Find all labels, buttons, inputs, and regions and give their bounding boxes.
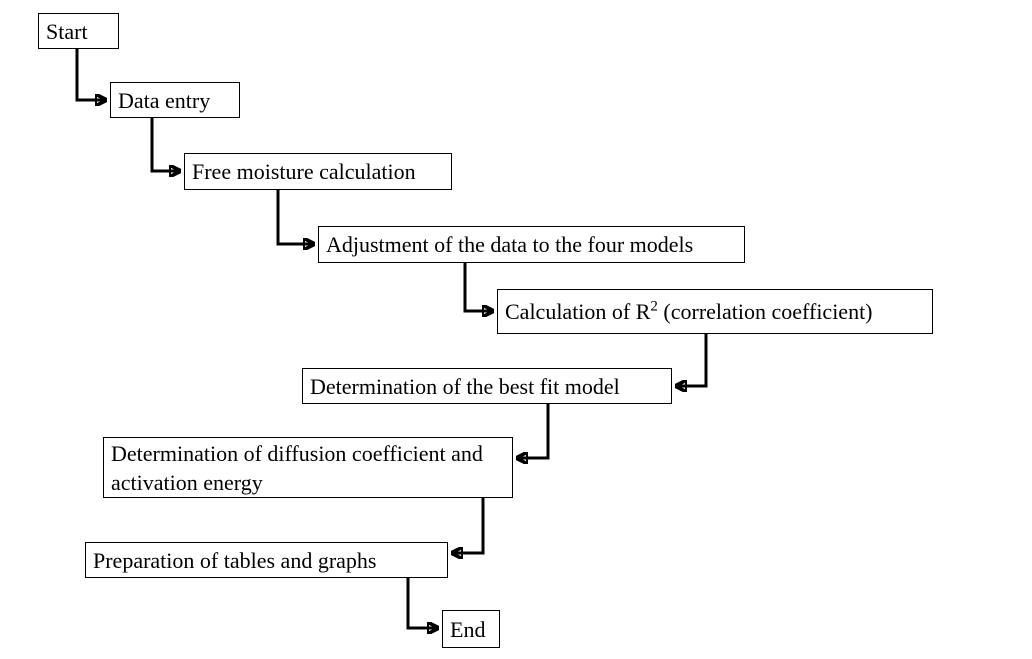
node-start: Start <box>38 13 119 49</box>
node-best-fit-model: Determination of the best fit model <box>302 368 672 404</box>
connector-adjustment-to-calc-r2 <box>463 263 493 311</box>
r2-superscript: 2 <box>650 298 658 315</box>
node-data-entry: Data entry <box>110 82 240 118</box>
connector-preparation-to-end <box>406 578 438 628</box>
node-adjustment-label: Adjustment of the data to the four model… <box>326 232 694 257</box>
connector-diffusion-to-preparation <box>452 498 485 553</box>
node-preparation-label: Preparation of tables and graphs <box>93 547 377 573</box>
node-end: End <box>442 610 500 648</box>
node-diffusion-label: Determination of diffusion coefficient a… <box>111 440 483 495</box>
node-data-entry-label: Data entry <box>118 87 211 113</box>
node-diffusion-coefficient: Determination of diffusion coefficient a… <box>103 437 513 498</box>
node-calc-r2-label: Calculation of R2 (correlation coefficie… <box>505 298 873 324</box>
node-best-fit-label: Determination of the best fit model <box>310 373 620 399</box>
connector-start-to-data-entry <box>75 49 106 100</box>
connector-calc-r2-to-best-fit <box>676 334 708 386</box>
node-preparation-tables-graphs: Preparation of tables and graphs <box>85 542 448 578</box>
node-free-moisture-label: Free moisture calculation <box>192 159 416 184</box>
node-start-label: Start <box>46 18 88 44</box>
connector-data-entry-to-free-moisture <box>150 118 180 171</box>
connector-best-fit-to-diffusion <box>517 404 550 458</box>
node-calculation-r2: Calculation of R2 (correlation coefficie… <box>497 289 933 334</box>
node-free-moisture-calculation: Free moisture calculation <box>184 153 452 190</box>
node-end-label: End <box>450 616 486 642</box>
node-adjustment-four-models: Adjustment of the data to the four model… <box>318 226 745 263</box>
connector-free-moisture-to-adjustment <box>276 190 314 244</box>
